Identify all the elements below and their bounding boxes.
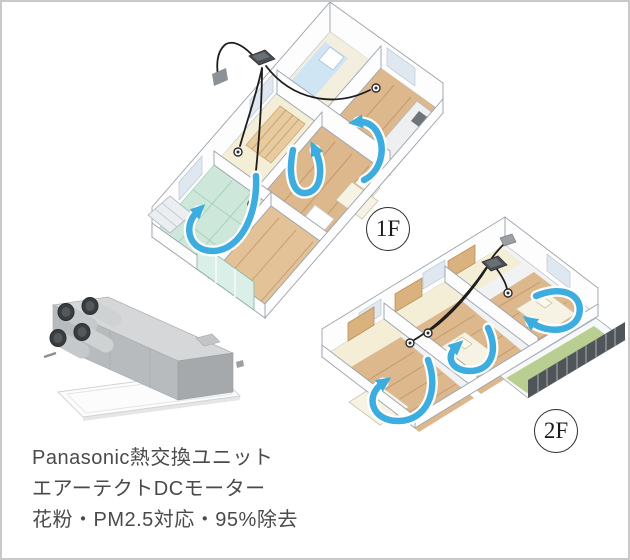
closet (347, 306, 375, 342)
floorplan-2f (321, 216, 626, 432)
floor-badge-2f: 2F (534, 409, 578, 453)
ducts-2f (405, 233, 517, 348)
bathtub (318, 46, 345, 71)
exhaust-hood (499, 233, 517, 247)
floor-badge-1f-label: 1F (375, 216, 401, 241)
airflow-arrow (369, 356, 436, 425)
floor-badge-1f: 1F (366, 207, 410, 251)
airflow-arrow (287, 141, 324, 197)
top-vent (195, 333, 221, 347)
airflow-1f (183, 114, 387, 257)
product-caption: Panasonic熱交換ユニット エアーテクトDCモーター 花粉・PM2.5対応… (32, 443, 298, 536)
airflow-2f (367, 285, 586, 427)
caption-line: エアーテクトDCモーター (32, 478, 266, 500)
caption-line: Panasonic熱交換ユニット (32, 447, 274, 469)
floorplan-1f (147, 0, 444, 320)
exhaust-hood (212, 68, 228, 86)
balcony-floor (506, 326, 614, 393)
closet (447, 244, 476, 280)
floor-badge-2f-label: 2F (543, 418, 569, 443)
product-photo (43, 296, 244, 421)
airflow-arrow (447, 324, 497, 375)
walls-back-1f (151, 0, 444, 239)
bed (348, 383, 410, 426)
caption-line: 花粉・PM2.5対応・95%除去 (32, 509, 298, 531)
window-1f (178, 155, 203, 201)
stairs (245, 105, 306, 164)
window-2f (422, 259, 446, 290)
side-bracket (236, 360, 244, 368)
duct-collars (49, 297, 122, 359)
airflow-arrow (186, 172, 260, 255)
balcony-2f (499, 317, 626, 399)
closet (394, 277, 423, 313)
window-1f (386, 47, 416, 87)
airflow-arrow (348, 114, 385, 184)
airflow-arrow (522, 288, 583, 333)
